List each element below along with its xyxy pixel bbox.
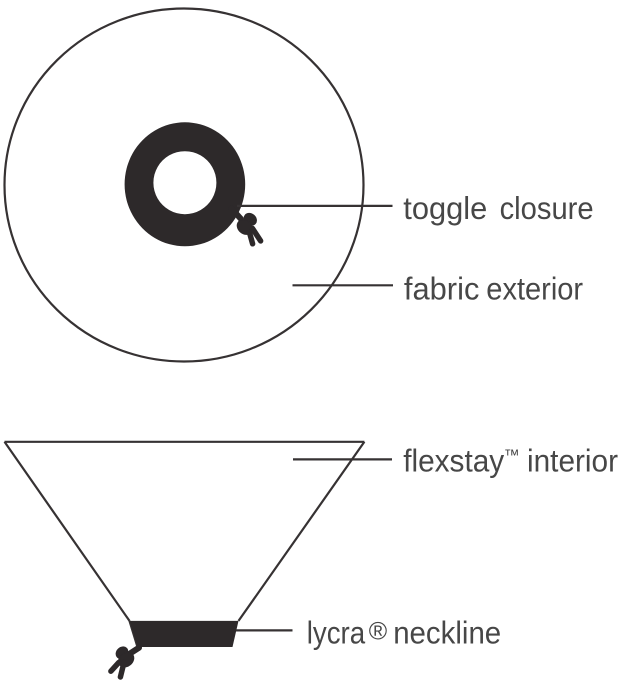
svg-text:interior: interior	[527, 442, 618, 478]
svg-text:flexstay: flexstay	[403, 442, 504, 478]
svg-text:toggle: toggle	[403, 190, 487, 226]
svg-text:lycra: lycra	[307, 615, 366, 651]
svg-text:closure: closure	[500, 190, 594, 226]
svg-text:fabric: fabric	[404, 271, 480, 307]
svg-text:exterior: exterior	[486, 271, 583, 307]
svg-text:neckline: neckline	[393, 615, 501, 651]
svg-text:™: ™	[504, 448, 520, 465]
svg-text:®: ®	[369, 618, 388, 646]
